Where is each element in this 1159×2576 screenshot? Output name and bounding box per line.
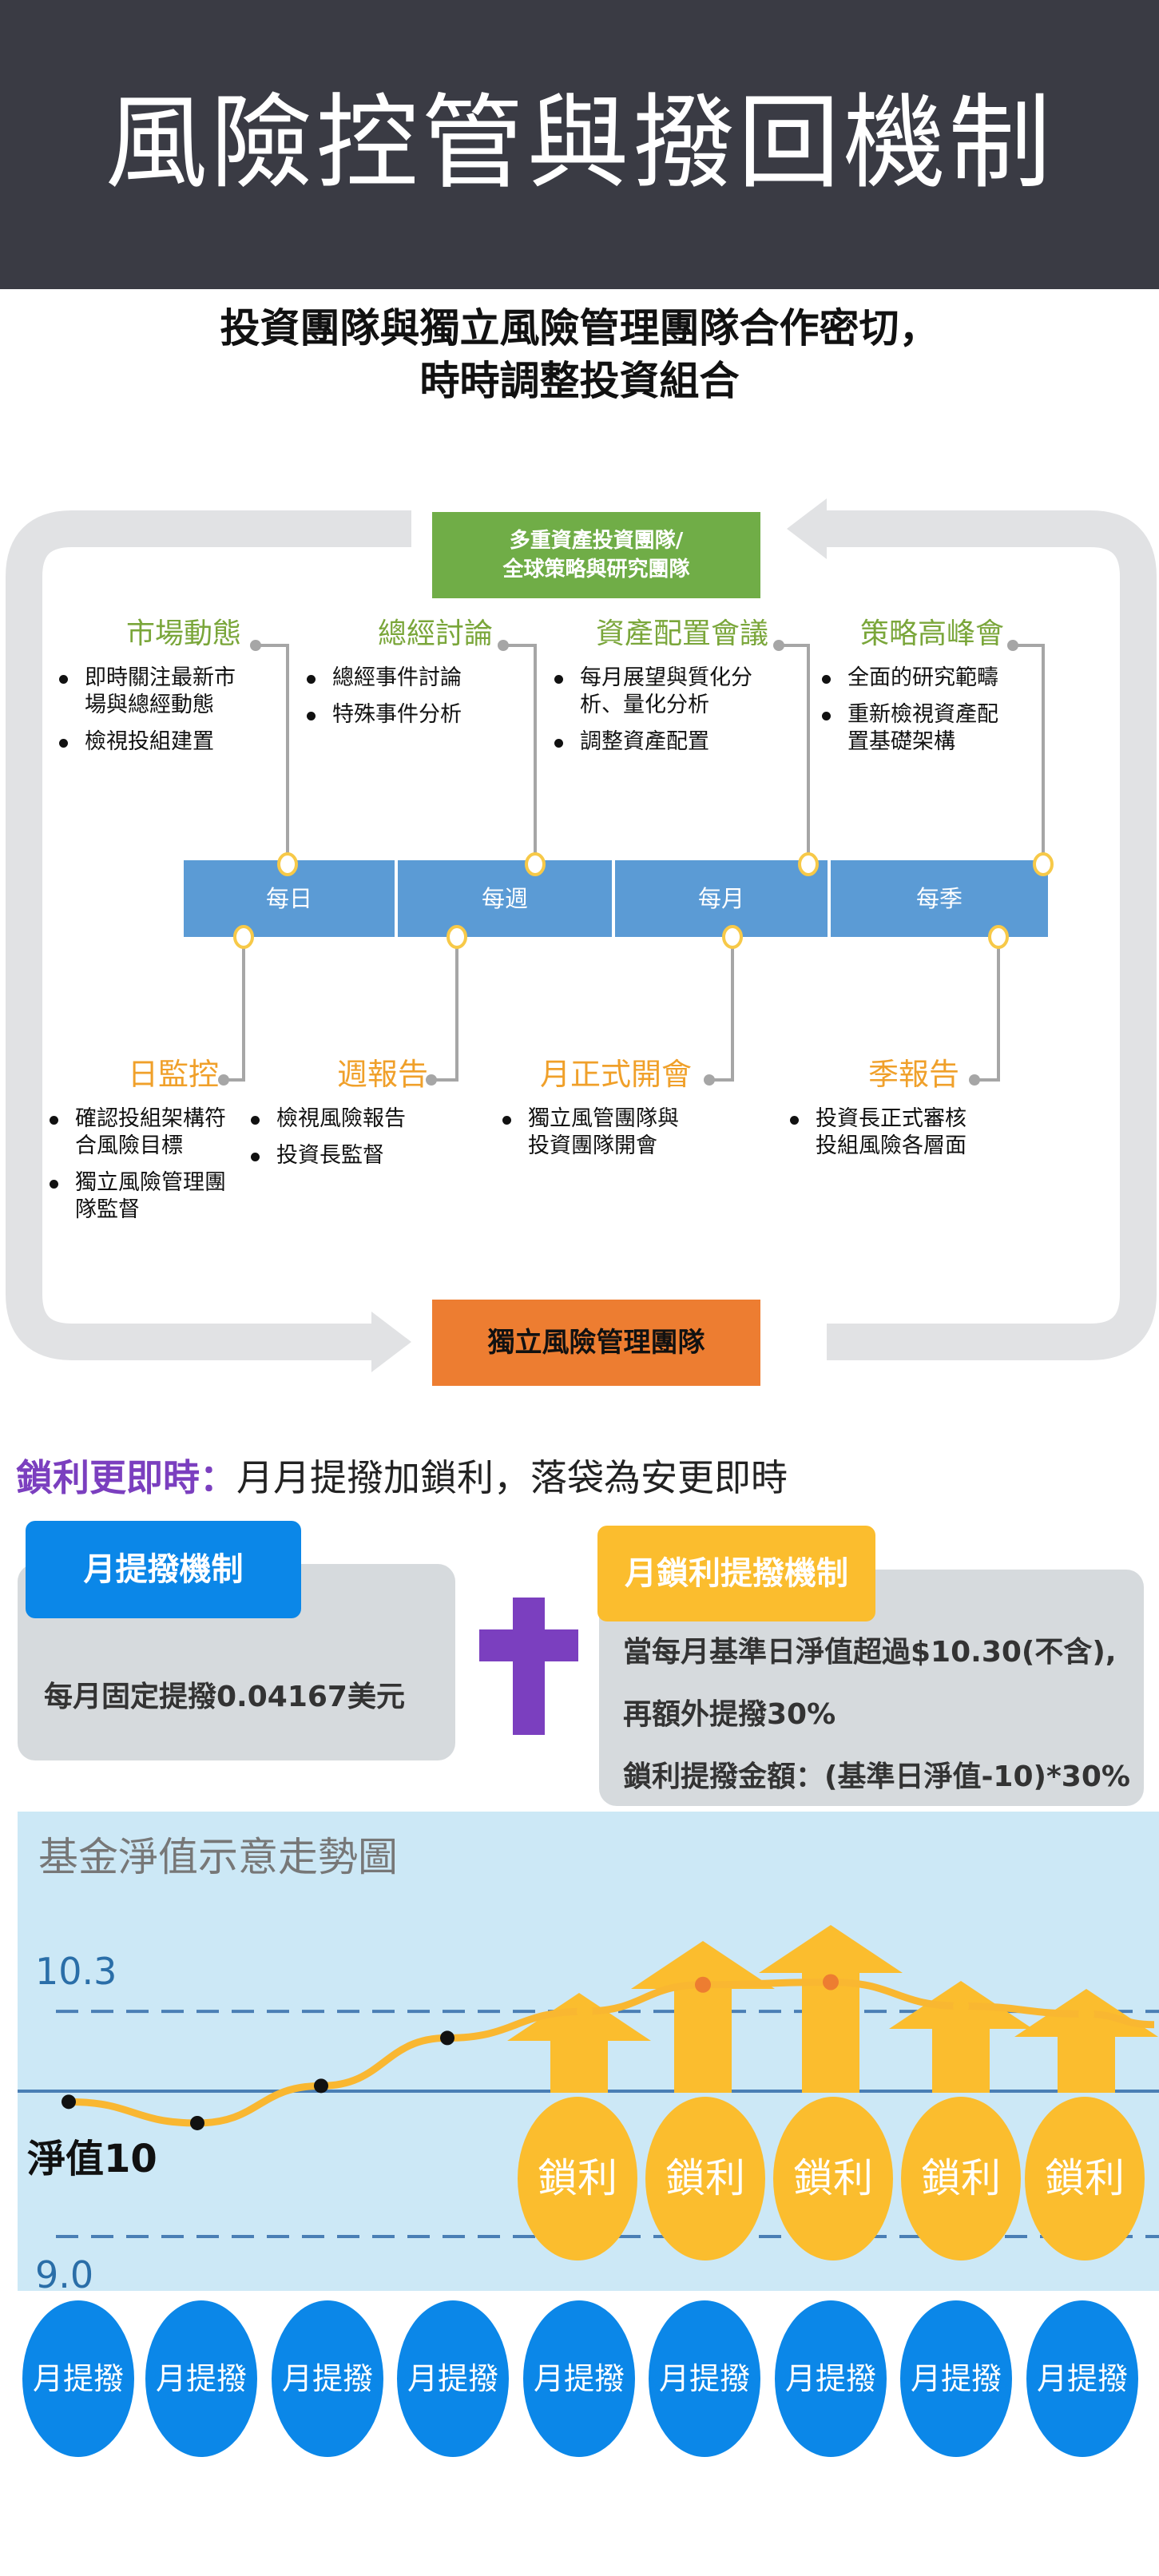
intro-line-1: 投資團隊與獨立風險管理團隊合作密切，	[220, 305, 939, 351]
plus-icon-v	[513, 1598, 545, 1735]
monthly-circle: 月提撥	[1026, 2300, 1138, 2457]
nav-point	[953, 1998, 969, 2014]
lock-circle: 鎖利	[773, 2097, 893, 2260]
nav-point	[695, 1976, 711, 1993]
bottom-item-weekly: 週報告 檢視風險報告投資長監督	[248, 1054, 439, 1179]
nav-point	[823, 1974, 839, 1991]
nav-point	[314, 2078, 328, 2094]
multi-asset-team-line2: 全球策略與研究團隊	[502, 558, 690, 581]
bottom-item-title: 週報告	[336, 1057, 428, 1092]
monthly-circle: 月提撥	[397, 2300, 509, 2457]
monthly-tab: 月提撥機制	[26, 1521, 301, 1618]
bottom-item-quarterly: 季報告 投資長正式審核投組風險各層面	[787, 1054, 970, 1169]
lock-heading-bold: 鎖利更即時：	[16, 1456, 236, 1499]
timeline-quarterly: 每季	[831, 860, 1048, 937]
bullet: 檢視風險報告	[248, 1105, 439, 1133]
bullet: 投資長正式審核投組風險各層面	[787, 1105, 966, 1160]
bullet: 確認投組架構符合風險目標	[46, 1105, 230, 1160]
bottom-item-title: 季報告	[867, 1057, 959, 1092]
lockin-line-2: 再額外提撥30%	[623, 1698, 836, 1731]
multi-asset-team-line1: 多重資產投資團隊/	[509, 529, 684, 553]
header-banner	[0, 0, 1159, 289]
monthly-circle: 月提撥	[900, 2300, 1012, 2457]
cycle-loop	[6, 498, 1157, 1372]
top-item-allocation: 資產配置會議 每月展望與質化分析、量化分析調整資產配置	[551, 615, 775, 765]
bullet: 投資長監督	[248, 1142, 439, 1169]
bullet: 獨立風險管理團隊監督	[46, 1169, 230, 1224]
bullet: 總經事件討論	[304, 665, 499, 692]
top-item-title: 資產配置會議	[595, 617, 768, 650]
bullet: 檢視投組建置	[56, 728, 248, 756]
timeline-dots	[233, 852, 1054, 949]
lock-arrow-icon	[631, 1941, 775, 2093]
y-tick-10-3: 10.3	[35, 1950, 117, 1993]
bullet: 調整資產配置	[551, 728, 767, 756]
bottom-item-title: 日監控	[127, 1057, 219, 1092]
bullet: 即時關注最新市場與總經動態	[56, 665, 248, 719]
top-item-macro: 總經討論 總經事件討論特殊事件分析	[304, 615, 499, 738]
bullet: 全面的研究範疇	[819, 665, 1006, 692]
monthly-text: 每月固定提撥0.04167美元	[44, 1681, 405, 1713]
bullet: 每月展望與質化分析、量化分析	[551, 665, 767, 719]
top-item-title: 策略高峰會	[859, 617, 1004, 650]
monthly-circle: 月提撥	[145, 2300, 257, 2457]
monthly-circle: 月提撥	[523, 2300, 635, 2457]
monthly-circle: 月提撥	[272, 2300, 383, 2457]
top-item-title: 市場動態	[125, 617, 241, 650]
bullet: 獨立風管團隊與投資團隊開會	[499, 1105, 695, 1160]
top-item-market: 市場動態 即時關注最新市場與總經動態檢視投組建置	[56, 615, 248, 765]
bottom-item-daily: 日監控 確認投組架構符合風險目標獨立風險管理團隊監督	[46, 1054, 230, 1233]
nav-point	[62, 2094, 76, 2110]
lockin-text: 當每月基準日淨值超過$10.30(不含), 再額外提撥30% 鎖利提撥金額：(基…	[623, 1621, 1130, 1808]
bottom-item-title: 月正式開會	[539, 1057, 692, 1092]
lock-heading: 鎖利更即時：月月提撥加鎖利，落袋為安更即時	[16, 1452, 788, 1503]
nav-point	[440, 2030, 454, 2046]
top-item-title: 總經討論	[377, 617, 493, 650]
monthly-circle: 月提撥	[775, 2300, 887, 2457]
bottom-item-monthly: 月正式開會 獨立風管團隊與投資團隊開會	[499, 1054, 703, 1169]
nav-point	[190, 2115, 204, 2130]
nav-point	[1078, 2006, 1094, 2022]
bullet: 重新檢視資產配置基礎架構	[819, 701, 1006, 756]
intro-line-2: 時時調整投資組合	[419, 358, 740, 404]
lock-circle: 鎖利	[901, 2097, 1021, 2260]
nav-point	[577, 2003, 593, 2020]
monthly-circle: 月提撥	[649, 2300, 760, 2457]
lock-heading-rest: 月月提撥加鎖利，落袋為安更即時	[236, 1456, 788, 1499]
timeline-connectors	[218, 640, 1045, 1086]
lock-arrow-icon	[759, 1925, 903, 2093]
monthly-circle: 月提撥	[22, 2300, 134, 2457]
chart-title: 基金淨值示意走勢圖	[38, 1834, 398, 1880]
timeline-weekly: 每週	[398, 860, 612, 937]
lockin-line-3: 鎖利提撥金額：(基準日淨值-10)*30%	[623, 1760, 1130, 1793]
lock-circle: 鎖利	[518, 2097, 637, 2260]
bullet: 特殊事件分析	[304, 701, 499, 728]
lock-arrow-icon	[1014, 1989, 1158, 2093]
page-title: 風險控管與撥回機制	[105, 84, 1054, 203]
timeline-monthly: 每月	[615, 860, 828, 937]
y-tick-9-0: 9.0	[35, 2253, 94, 2296]
top-item-summit: 策略高峰會 全面的研究範疇重新檢視資產配置基礎架構	[819, 615, 1010, 765]
nav-label: 淨值10	[27, 2137, 157, 2181]
lock-circle: 鎖利	[645, 2097, 765, 2260]
lockin-line-1: 當每月基準日淨值超過$10.30(不含),	[623, 1636, 1117, 1669]
multi-asset-team-box: 多重資產投資團隊/ 全球策略與研究團隊	[432, 512, 760, 598]
risk-team-box: 獨立風險管理團隊	[432, 1300, 760, 1386]
lock-circle: 鎖利	[1025, 2097, 1145, 2260]
nav-series-line	[68, 1978, 1155, 2127]
lockin-tab: 月鎖利提撥機制	[597, 1526, 875, 1621]
